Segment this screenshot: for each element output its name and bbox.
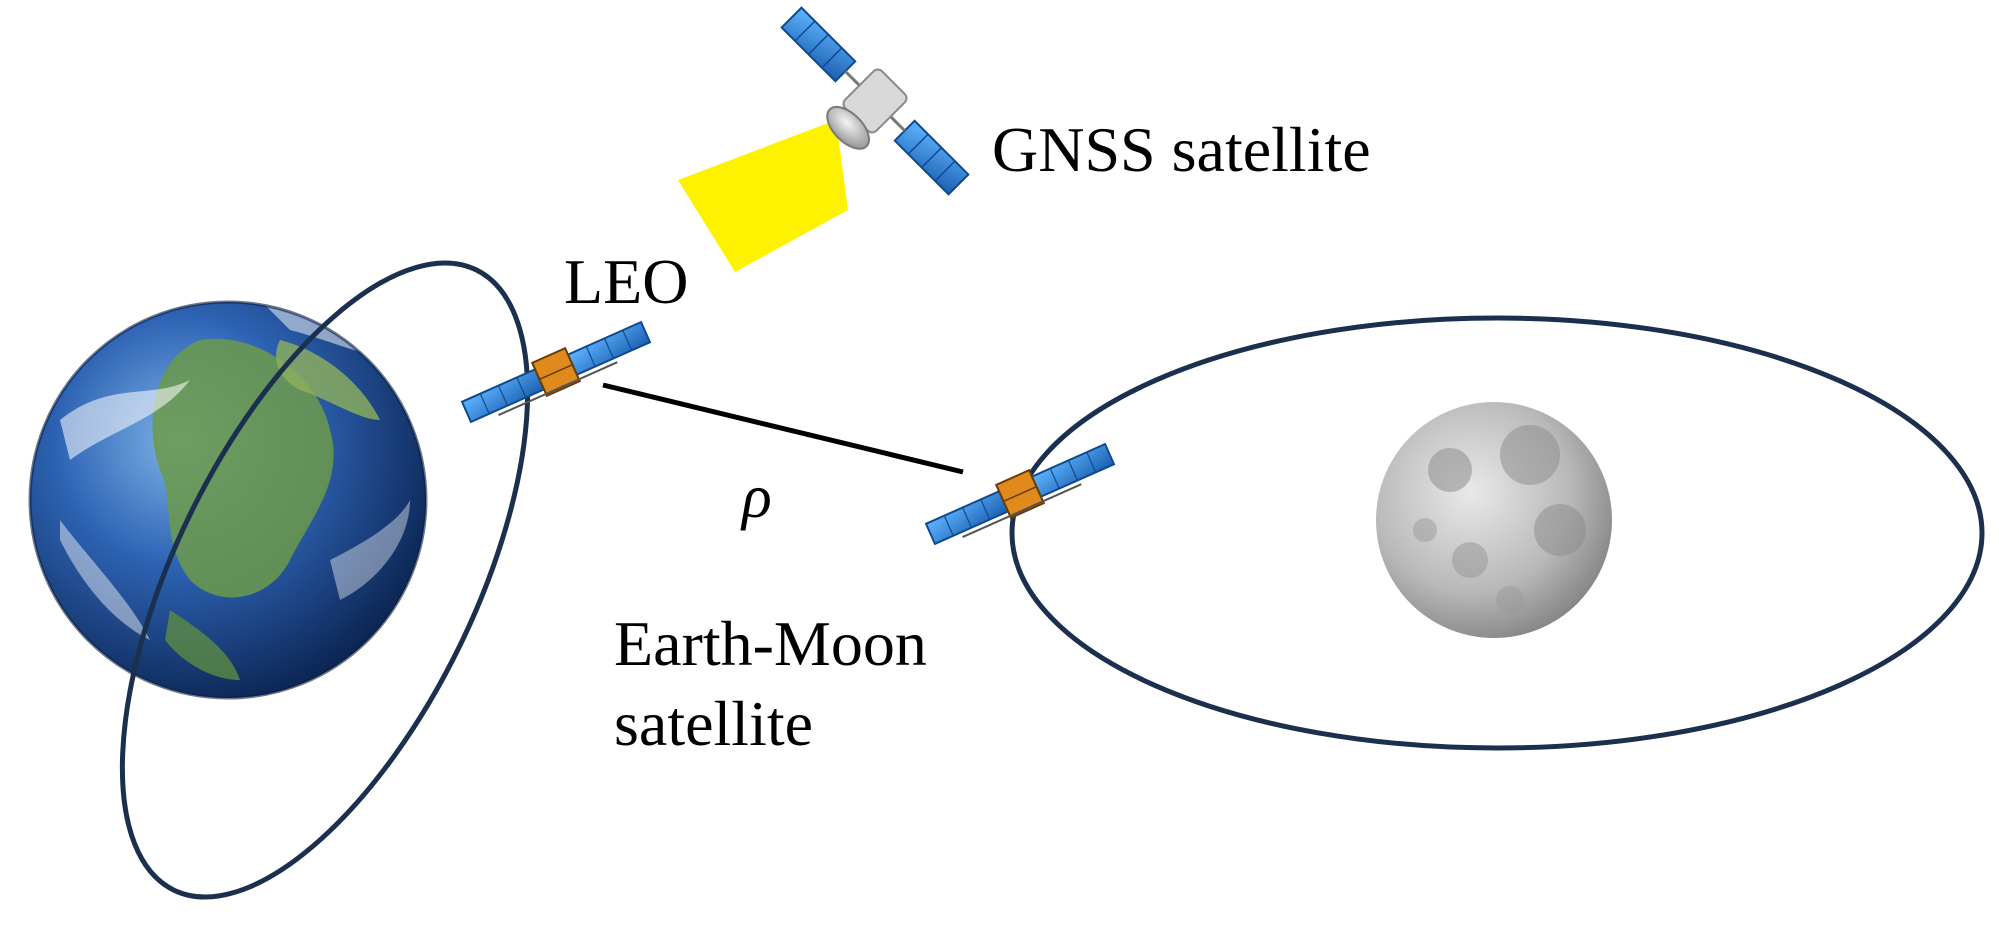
earth-moon-orbit (1009, 315, 1985, 751)
earth-icon (28, 300, 428, 700)
earth-moon-label-line2: satellite (614, 688, 814, 759)
leo-satellite-icon (460, 320, 652, 424)
earth-moon-satellite-icon (924, 442, 1116, 546)
earth-moon-satellite-label: Earth-Moon satellite (614, 604, 927, 764)
leo-label: LEO (564, 246, 689, 317)
signal-beam (678, 120, 848, 272)
link-line-rho (602, 382, 964, 475)
moon-icon (1376, 402, 1612, 638)
rho-label: ρ (742, 463, 772, 531)
earth-moon-label-line1: Earth-Moon (614, 608, 927, 679)
gnss-satellite-label: GNSS satellite (992, 114, 1371, 185)
gnss-satellite-icon (780, 6, 970, 196)
leo-orbit (119, 260, 531, 900)
